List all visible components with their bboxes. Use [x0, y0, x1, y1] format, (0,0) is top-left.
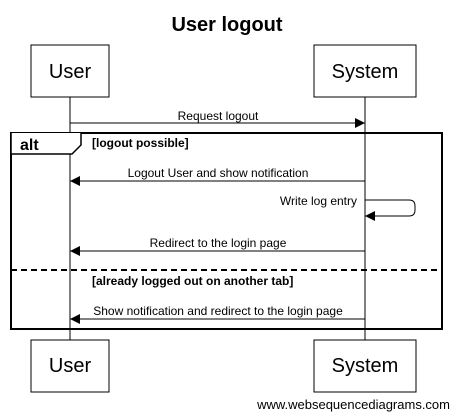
- message-logout-user: Logout User and show notification: [70, 166, 365, 186]
- message-show-notification-redirect: Show notification and redirect to the lo…: [70, 304, 365, 324]
- message-label: Write log entry: [280, 194, 357, 208]
- participant-user-bottom: User: [30, 339, 110, 393]
- watermark-link[interactable]: www.websequencediagrams.com: [256, 397, 450, 412]
- message-request-logout: Request logout: [70, 109, 365, 128]
- participant-system-label-bottom: System: [332, 355, 399, 377]
- diagram-title: User logout: [171, 14, 282, 36]
- alt-fragment: alt [logout possible] Logout User and sh…: [10, 132, 443, 330]
- alt-label-tab: [10, 133, 82, 155]
- alt-frame: [10, 132, 443, 330]
- message-label: Show notification and redirect to the lo…: [93, 304, 343, 318]
- participant-system-top: System: [313, 44, 417, 98]
- participant-user-top: User: [30, 44, 110, 98]
- participant-system-bottom: System: [313, 339, 417, 393]
- alt-guard-1: [logout possible]: [92, 136, 189, 150]
- message-label: Request logout: [178, 109, 259, 123]
- participant-system-label-top: System: [332, 61, 399, 83]
- message-label: Logout User and show notification: [128, 166, 309, 180]
- participant-user-label-top: User: [49, 61, 92, 83]
- message-write-log-entry: Write log entry: [280, 194, 416, 221]
- participant-user-label-bottom: User: [49, 355, 92, 377]
- alt-label: alt: [20, 137, 39, 154]
- message-redirect-login: Redirect to the login page: [70, 236, 365, 256]
- alt-guard-2: [already logged out on another tab]: [92, 274, 293, 288]
- message-label: Redirect to the login page: [150, 236, 287, 250]
- self-message-arrow: [365, 199, 416, 221]
